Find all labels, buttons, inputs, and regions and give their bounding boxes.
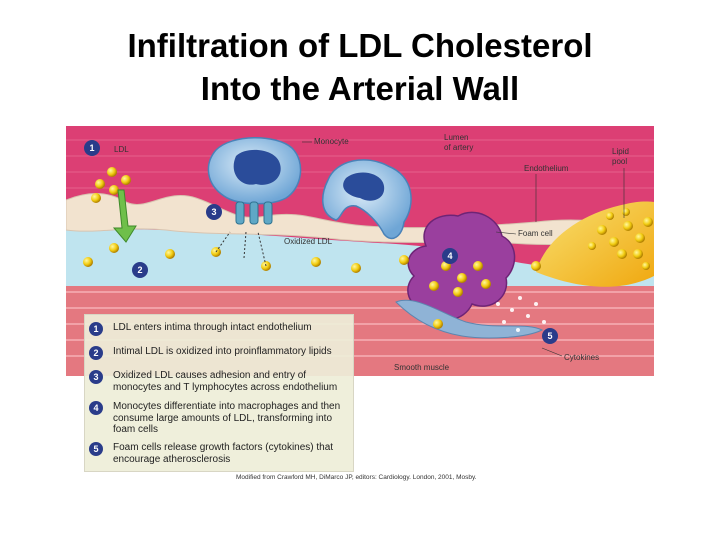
label-endothelium: Endothelium (524, 164, 569, 173)
legend-panel: 1 LDL enters intima through intact endot… (84, 314, 354, 472)
legend-text: Oxidized LDL causes adhesion and entry o… (113, 370, 338, 393)
oxidation-arrows (215, 231, 267, 267)
svg-text:1: 1 (89, 143, 94, 153)
marker-3: 3 (206, 204, 222, 220)
smooth-muscle-cell (395, 299, 544, 339)
monocyte-nucleus (233, 149, 281, 185)
title-line-1: Infiltration of LDL Cholesterol (127, 27, 593, 64)
legend-item: 2 Intimal LDL is oxidized into proinflam… (89, 346, 351, 360)
legend-item: 1 LDL enters intima through intact endot… (89, 322, 351, 336)
legend-item: 3 Oxidized LDL causes adhesion and entry… (89, 370, 351, 393)
legend-text: LDL enters intima through intact endothe… (113, 322, 312, 333)
label-cytokines: Cytokines (564, 353, 599, 362)
legend-number: 1 (89, 322, 103, 336)
label-lumen-2: of artery (444, 143, 473, 152)
svg-text:2: 2 (137, 265, 142, 275)
legend-number: 4 (89, 401, 103, 415)
marker-5: 5 (542, 328, 558, 344)
legend-item: 5 Foam cells release growth factors (cyt… (89, 442, 351, 465)
cytokine-dots (496, 296, 546, 332)
legend-text: Foam cells release growth factors (cytok… (113, 442, 334, 465)
adhesion-molecules (235, 201, 273, 225)
marker-2: 2 (132, 262, 148, 278)
label-monocyte: Monocyte (314, 137, 349, 146)
legend-number: 2 (89, 346, 103, 360)
svg-text:3: 3 (211, 207, 216, 217)
legend-item: 4 Monocytes differentiate into macrophag… (89, 401, 351, 436)
source-credit: Modified from Crawford MH, DiMarco JP, e… (236, 474, 477, 481)
svg-text:5: 5 (547, 331, 552, 341)
label-oxidized-ldl: Oxidized LDL (284, 237, 333, 246)
title-line-2: Into the Arterial Wall (200, 70, 520, 107)
label-foam-cell: Foam cell (518, 229, 553, 238)
label-lipid-2: pool (612, 157, 627, 166)
label-smooth-muscle: Smooth muscle (394, 363, 450, 372)
label-lipid-1: Lipid (612, 147, 629, 156)
slide-title: Infiltration of LDL Cholesterol Into the… (0, 24, 720, 110)
label-ldl: LDL (114, 145, 129, 154)
ldl-entry-arrow (112, 189, 137, 243)
legend-text: Monocytes differentiate into macrophages… (113, 401, 341, 435)
foam-cell (407, 211, 516, 321)
label-lumen-1: Lumen (444, 133, 468, 142)
marker-4: 4 (442, 248, 458, 264)
marker-1: 1 (84, 140, 100, 156)
ldl-particles (83, 167, 541, 329)
migrating-nucleus (343, 172, 385, 201)
legend-number: 5 (89, 442, 103, 456)
legend-number: 3 (89, 370, 103, 384)
lipid-droplets (588, 208, 653, 270)
legend-text: Intimal LDL is oxidized into proinflamma… (113, 346, 332, 357)
svg-text:4: 4 (447, 251, 452, 261)
